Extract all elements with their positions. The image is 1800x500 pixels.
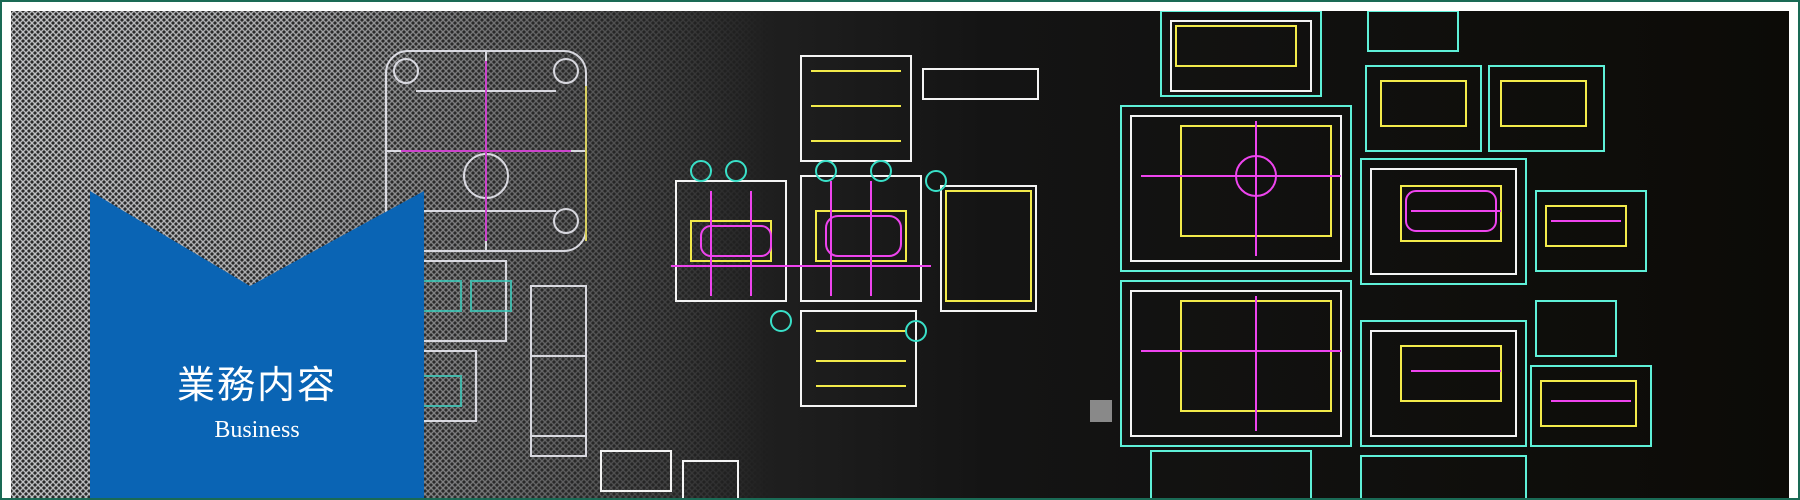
section-title-badge: 業務内容 Business bbox=[90, 191, 424, 498]
section-title: 業務内容 bbox=[176, 363, 337, 407]
section-subtitle: Business bbox=[214, 417, 300, 443]
badge-shape bbox=[90, 191, 424, 498]
banner-image-frame: 業務内容 Business bbox=[11, 11, 1789, 498]
badge-chevron-shape bbox=[90, 191, 424, 498]
cad-drawings-image bbox=[385, 11, 1652, 498]
